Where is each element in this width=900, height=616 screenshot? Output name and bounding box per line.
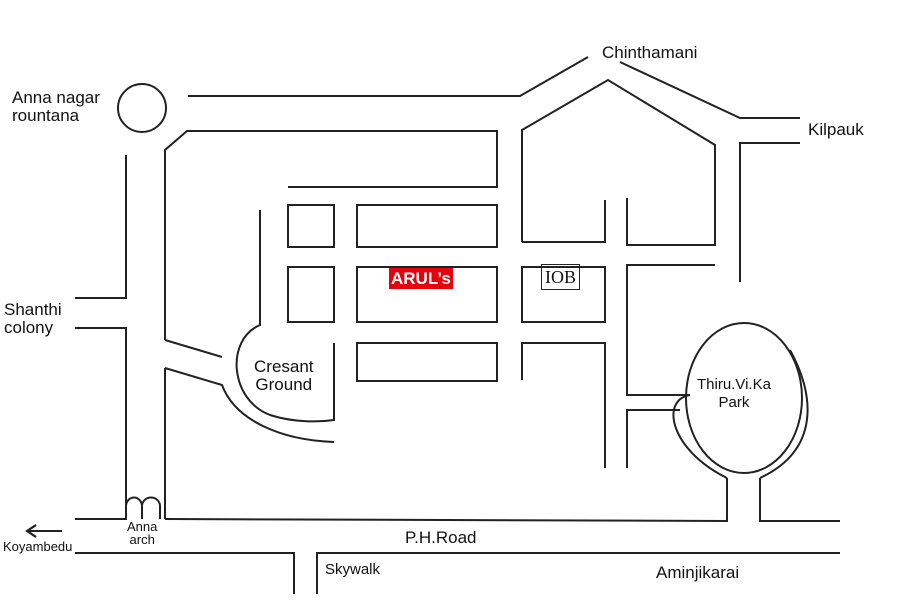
skywalk-label: Skywalk: [325, 561, 381, 578]
arul-marker: ARUL’s: [389, 268, 453, 289]
anna-arch: [125, 368, 166, 519]
ph-road-label: P.H.Road: [405, 528, 477, 547]
label-line: Park: [718, 394, 750, 411]
road-kilpauk-lower: [739, 142, 800, 282]
road-seg: [522, 200, 606, 243]
thiru-vi-ka-park: [685, 322, 803, 474]
label-line: arch: [129, 532, 155, 547]
road-inner-top: [164, 130, 498, 340]
anna-nagar-roundabout: [117, 83, 167, 133]
road-left: [75, 327, 127, 520]
block: [356, 204, 498, 248]
road-seg: [164, 339, 223, 358]
road-chinthamani-kilpauk: [619, 61, 800, 119]
road-seg: [626, 409, 680, 468]
road-left: [75, 155, 127, 299]
koyambedu-arrow-icon: [25, 524, 62, 538]
chinthamani-label: Chinthamani: [602, 43, 698, 62]
label-line: Thiru.Vi.Ka: [697, 376, 771, 393]
road-house: [521, 78, 716, 246]
kilpauk-label: Kilpauk: [808, 120, 864, 139]
label-line: Ground: [255, 375, 313, 394]
label-line: colony: [4, 318, 54, 337]
label-line: Anna: [127, 519, 158, 534]
ph-road-south: [75, 552, 295, 594]
road-seg: [626, 264, 715, 396]
block: [287, 204, 335, 248]
crescent-road: [164, 367, 335, 443]
iob-block: [521, 266, 606, 323]
koyambedu-label: Koyambedu: [3, 539, 73, 554]
road-seg: [521, 342, 606, 468]
iob-label: IOB: [541, 264, 580, 290]
ph-road-south: [316, 552, 840, 594]
ph-road-north: [164, 478, 728, 523]
label-line: Shanthi: [4, 300, 62, 319]
ph-road-east: [759, 478, 840, 522]
arul-label: ARUL’s: [389, 268, 453, 289]
road-top: [188, 56, 589, 97]
label-line: Anna nagar: [12, 88, 100, 107]
arul-block: [356, 266, 498, 323]
block: [356, 342, 498, 382]
crescent-ground: [235, 210, 335, 423]
iob-marker: IOB: [541, 264, 580, 290]
park-loop: [672, 349, 809, 479]
aminjikarai-label: Aminjikarai: [656, 563, 740, 582]
label-line: Cresant: [254, 357, 314, 376]
label-line: rountana: [12, 106, 80, 125]
block: [287, 266, 335, 323]
